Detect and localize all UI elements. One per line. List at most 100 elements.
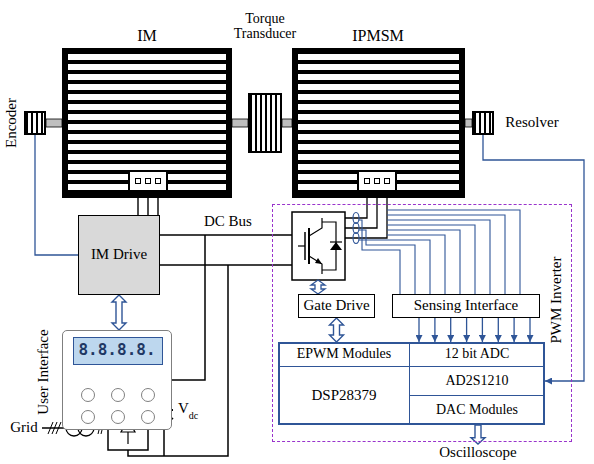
node-label: IM Drive bbox=[91, 246, 147, 263]
terminal-box bbox=[128, 170, 168, 192]
connector-path bbox=[147, 198, 148, 215]
current-sensor bbox=[353, 233, 359, 244]
vertical-label: PWM Inverter bbox=[548, 256, 565, 343]
shaft-coupling bbox=[282, 119, 292, 127]
phase-wire bbox=[345, 198, 377, 228]
module-cell: 12 bit ADC bbox=[409, 342, 545, 367]
panel-button bbox=[141, 388, 155, 402]
free-label: dc bbox=[189, 410, 198, 422]
connector-path bbox=[418, 318, 419, 342]
sense-line bbox=[359, 230, 415, 294]
igbt-emitter bbox=[309, 256, 322, 274]
node-label: 12 bit ADC bbox=[445, 346, 510, 362]
connector-path bbox=[466, 318, 467, 342]
connector-path bbox=[529, 318, 530, 342]
dsp-box: DSP28379 EPWM Modules 12 bit ADC AD2S1210DA… bbox=[278, 342, 545, 425]
shaft-coupling bbox=[465, 119, 472, 127]
terminal-box bbox=[357, 170, 397, 192]
connector-path bbox=[434, 318, 435, 342]
sensor-box: Encoder bbox=[24, 111, 46, 135]
heading-label: DSP28379 bbox=[311, 387, 376, 404]
connector-path bbox=[465, 119, 472, 127]
terminal-pin bbox=[374, 178, 380, 184]
connector-path bbox=[112, 295, 126, 330]
terminal-pin bbox=[135, 178, 141, 184]
double-arrow bbox=[330, 318, 344, 342]
motor-body: IM bbox=[62, 48, 232, 198]
node-label: AD2S1210 bbox=[445, 373, 508, 389]
heading-label: Torque Transducer bbox=[225, 11, 305, 42]
connector-path bbox=[46, 119, 62, 127]
three-phase-mark bbox=[56, 422, 61, 434]
double-arrow bbox=[311, 280, 325, 294]
igbt-channel bbox=[308, 228, 310, 264]
freewheel-diode-bar bbox=[330, 241, 342, 242]
drive-box: IM Drive bbox=[78, 215, 160, 295]
connector-path bbox=[157, 198, 158, 215]
current-sensor bbox=[353, 213, 359, 224]
process-box: Gate Drive bbox=[298, 294, 375, 318]
heading-label: IPMSM bbox=[352, 27, 404, 45]
panel-button bbox=[141, 410, 155, 424]
process-box: Sensing Interface bbox=[392, 294, 540, 318]
sensor-box: Torque Transducer bbox=[248, 93, 282, 153]
sense-line bbox=[387, 235, 445, 294]
igbt-gate bbox=[304, 232, 306, 260]
sense-line bbox=[387, 210, 520, 294]
user-panel: User Interface8.8.8.8. bbox=[62, 330, 172, 430]
node-label: Sensing Interface bbox=[414, 297, 519, 314]
heading-label: 8.8.8.8. bbox=[78, 341, 155, 359]
freewheel-diode bbox=[330, 242, 342, 250]
double-arrow bbox=[112, 295, 126, 330]
heading-label: Resolver bbox=[505, 114, 558, 131]
panel-button bbox=[111, 410, 125, 424]
module-cell: DAC Modules bbox=[409, 395, 545, 425]
panel-button bbox=[81, 388, 95, 402]
igbt-arrow bbox=[315, 258, 322, 264]
signal-connector bbox=[138, 198, 158, 215]
signal-connector bbox=[419, 318, 530, 342]
inverter-region: PWM Inverter Gate Drive Sensing InterfaceD… bbox=[272, 204, 572, 442]
connector-path bbox=[450, 318, 451, 342]
sense-line bbox=[359, 220, 400, 294]
panel-button bbox=[111, 388, 125, 402]
motor-body: IPMSM bbox=[292, 48, 465, 198]
free-label: DC Bus bbox=[204, 213, 252, 230]
terminal-pin bbox=[155, 178, 161, 184]
connector-path bbox=[137, 198, 138, 215]
shaft-coupling bbox=[46, 119, 62, 127]
connector-path bbox=[498, 318, 499, 342]
sense-line bbox=[387, 215, 505, 294]
sense-line bbox=[387, 220, 490, 294]
phase-wire bbox=[345, 198, 367, 218]
vertical-label: User Interface bbox=[35, 329, 52, 414]
sensor-box: Resolver bbox=[472, 111, 494, 135]
free-label: Grid bbox=[10, 419, 38, 436]
terminal-pin bbox=[364, 178, 370, 184]
inverter-box bbox=[292, 212, 345, 280]
free-label: V bbox=[178, 400, 189, 417]
node-label: Gate Drive bbox=[303, 297, 369, 314]
module-cell: EPWM Modules bbox=[278, 342, 410, 367]
text-node: Oscilloscope bbox=[434, 444, 521, 462]
connector-path bbox=[282, 119, 292, 127]
terminal-pin bbox=[145, 178, 151, 184]
connector-path bbox=[482, 318, 483, 342]
terminal-pin bbox=[384, 178, 390, 184]
igbt-collector bbox=[309, 218, 322, 236]
module-cell: AD2S1210 bbox=[409, 366, 545, 396]
heading-label: IM bbox=[137, 27, 157, 45]
node-label: Oscilloscope bbox=[439, 444, 516, 461]
node-label: EPWM Modules bbox=[297, 346, 392, 362]
igbt-gate bbox=[298, 245, 305, 246]
panel-button bbox=[81, 410, 95, 424]
shaft-coupling bbox=[232, 119, 248, 127]
diode-lead bbox=[127, 432, 128, 444]
node-label: DAC Modules bbox=[436, 402, 518, 418]
vertical-label: Encoder bbox=[3, 98, 20, 148]
connector-path bbox=[232, 119, 248, 127]
sense-line bbox=[359, 240, 430, 294]
